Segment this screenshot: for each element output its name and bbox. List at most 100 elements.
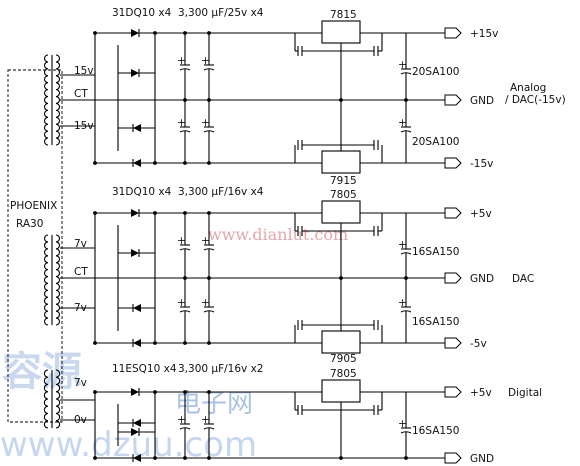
tap-label-upper: 15v [74,65,94,77]
diode-icon [131,29,139,37]
junction-dot [183,341,187,345]
diode-icon [133,124,141,132]
regulator-bottom-label: 7905 [330,353,357,365]
transformer-model: RA30 [16,218,43,230]
diode-icon [133,304,141,312]
junction-dot [207,31,211,35]
junction-dot [93,390,97,394]
transformer-coil-icon [43,234,49,326]
note-analog: Analog [510,82,546,94]
junction-dot [183,31,187,35]
diode-spec-label: 31DQ10 x4 [112,7,172,19]
svg-text:+: + [177,117,186,129]
regulator-icon [321,150,361,174]
svg-text:+: + [201,55,210,67]
transformer-brand: PHOENIX [10,200,57,212]
regulator-icon [321,379,361,403]
diode-icon [131,249,139,257]
diode-spec-label: 31DQ10 x4 [112,186,172,198]
transformer-coil-icon [43,54,49,146]
junction-dot [183,211,187,215]
junction-dot [207,341,211,345]
junction-dot [339,456,343,460]
junction-dot [183,161,187,165]
junction-dot [93,31,97,35]
output-bottom-label: -15v [470,158,493,170]
note-dac-minus15: / DAC(-15v) [505,94,566,106]
watermark-url-1: www.dianlut.com [208,225,348,244]
junction-dot [93,456,97,460]
tap-label-upper: 7v [74,238,87,250]
svg-text:+: + [398,117,407,129]
tap-label-upper: 7v [74,377,87,389]
diode-icon [131,388,139,396]
svg-text:+: + [201,297,210,309]
capacitor-spec-label: 3,300 μF/25v x4 [178,7,264,19]
tap-label-ct: CT [74,88,88,100]
output-top-label: +5v [470,387,492,399]
diode-icon [133,159,141,167]
watermark-cjk: 容源 [2,349,82,395]
svg-text:+: + [201,414,210,426]
junction-dot [207,390,211,394]
output-terminal-icon [444,207,462,219]
shunt-top-label: 16SA150 [412,246,459,258]
output-mid-label: GND [470,95,494,107]
note-digital: Digital [508,387,542,399]
diode-icon [133,419,141,427]
output-bottom-label: GND [470,453,494,465]
diode-spec-label: 11ESQ10 x4 [112,363,177,375]
capacitor-spec-label: 3,300 μF/16v x4 [178,186,264,198]
diode-icon [131,209,139,217]
output-terminal-icon [444,94,462,106]
output-top-label: +15v [470,28,498,40]
svg-text:+: + [201,117,210,129]
transformer-coil-icon [43,369,49,429]
junction-dot [404,456,408,460]
output-terminal-icon [444,27,462,39]
watermark-cjk-small: 电子网 [175,389,253,419]
svg-text:+: + [398,297,407,309]
transformer-coil-icon [55,234,61,326]
svg-text:+: + [398,418,407,430]
note-dac: DAC [512,273,534,285]
tap-label-ct: CT [74,266,88,278]
output-mid-label: GND [470,273,494,285]
output-terminal-icon [444,157,462,169]
capacitor-spec-label: 3,300 μF/16v x2 [178,363,263,375]
regulator-icon [321,20,361,44]
transformer-coil-icon [55,369,61,429]
diode-icon [133,339,141,347]
shunt-bottom-label: 20SA100 [412,136,459,148]
junction-dot [339,276,343,280]
output-terminal-icon [444,452,462,464]
output-terminal-icon [444,272,462,284]
output-top-label: +5v [470,208,492,220]
watermark-url-2: www.dzuu.com [0,425,257,465]
transformer-coil-icon [55,54,61,146]
regulator-icon [321,200,361,224]
svg-text:+: + [177,55,186,67]
junction-dot [183,390,187,394]
svg-text:+: + [398,59,407,71]
regulator-bottom-label: 7915 [330,175,357,187]
svg-text:+: + [177,297,186,309]
regulator-top-label: 7805 [330,368,357,380]
output-terminal-icon [444,386,462,398]
transformer-enclosure [7,69,63,423]
output-terminal-icon [444,337,462,349]
junction-dot [207,161,211,165]
junction-dot [93,161,97,165]
output-bottom-label: -5v [470,338,487,350]
diode-icon [131,428,139,436]
regulator-top-label: 7815 [330,9,357,21]
junction-dot [93,211,97,215]
junction-dot [404,98,408,102]
diode-icon [133,454,141,462]
shunt-top-label: 20SA100 [412,66,459,78]
junction-dot [207,211,211,215]
